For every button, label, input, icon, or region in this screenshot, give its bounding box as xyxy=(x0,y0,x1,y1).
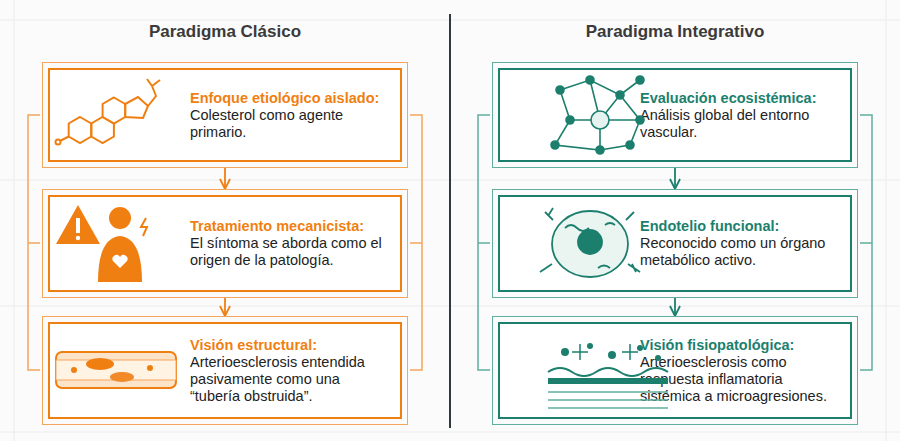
concept-box: Visión estructural:Arterioesclerosis ent… xyxy=(48,322,402,419)
flow-arrow xyxy=(674,168,676,189)
divider xyxy=(449,14,451,428)
column-heading: Paradigma Clásico xyxy=(149,22,301,42)
flow-arrow xyxy=(224,298,226,316)
box-body: El síntoma se aborda como el origen de l… xyxy=(190,235,392,269)
molecule-icon xyxy=(56,79,161,145)
box-body: Arterioesclerosis entendida pasivamente … xyxy=(190,354,392,405)
box-body: Colesterol como agente primario. xyxy=(190,107,392,141)
box-heading: Evaluación ecosistémica: xyxy=(640,90,842,107)
box-heading: Tratamiento mecanicista: xyxy=(190,218,392,235)
concept-box: Evaluación ecosistémica:Análisis global … xyxy=(498,68,852,162)
cell-icon xyxy=(540,208,640,277)
box-body: Reconocido como un órgano metabólico act… xyxy=(640,235,842,269)
flow-arrow xyxy=(224,168,226,189)
concept-box: Tratamiento mecanicista:El síntoma se ab… xyxy=(48,195,402,292)
box-heading: Visión fisiopatológica: xyxy=(640,337,842,354)
network-icon xyxy=(551,76,644,154)
concept-box: Visión fisiopatológica:Arterioesclerosis… xyxy=(498,322,852,419)
concept-box: Enfoque etiológico aislado:Colesterol co… xyxy=(48,68,402,162)
box-heading: Endotelio funcional: xyxy=(640,218,842,235)
column-heading: Paradigma Integrativo xyxy=(586,22,765,42)
concept-box: Endotelio funcional:Reconocido como un ó… xyxy=(498,195,852,292)
endothelium-icon xyxy=(548,343,668,408)
box-body: Análisis global del entorno vascular. xyxy=(640,107,842,141)
box-body: Arterioesclerosis como respuesta inflama… xyxy=(640,354,842,405)
warning-person-icon xyxy=(56,205,147,282)
box-heading: Visión estructural: xyxy=(190,337,392,354)
box-heading: Enfoque etiológico aislado: xyxy=(190,90,392,107)
flow-arrow xyxy=(674,298,676,316)
artery-icon xyxy=(56,352,176,388)
